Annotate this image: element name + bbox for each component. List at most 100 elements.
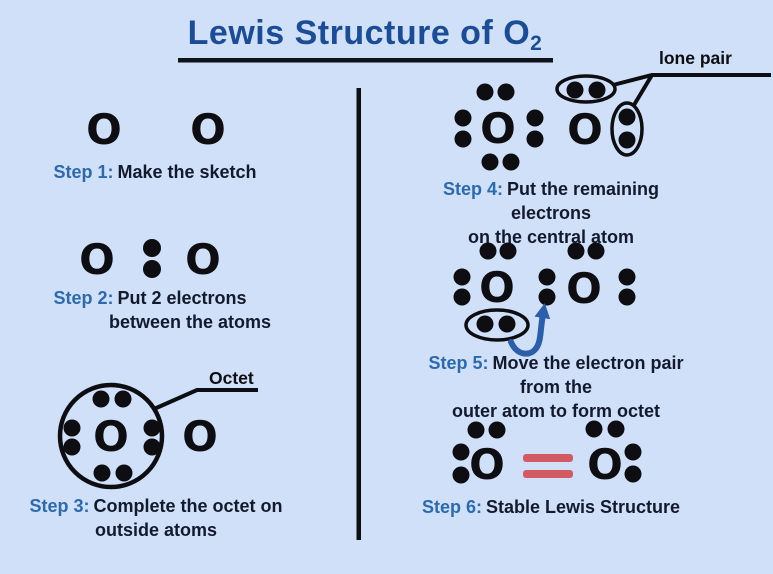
- electron-dot: [143, 419, 161, 437]
- electron-dot: [497, 83, 515, 101]
- lone-pair-pointer-line: [612, 73, 771, 107]
- oxygen-atom: O: [182, 412, 218, 461]
- moving-pair-ellipse: [464, 308, 530, 342]
- oxygen-atom: O: [587, 440, 623, 489]
- electron-dot: [479, 242, 497, 260]
- step6-label: Step 6:: [421, 497, 482, 517]
- electron-dot: [488, 421, 506, 439]
- electron-dot: [498, 315, 516, 333]
- step2-text-line1: Put 2 electrons: [117, 288, 247, 308]
- oxygen-atom: O: [86, 105, 122, 154]
- electron-dot: [454, 109, 472, 127]
- lone-pair-label: lone pair: [659, 48, 732, 68]
- electron-dot: [452, 466, 470, 484]
- electron-dot: [143, 438, 161, 456]
- caption-line: Step 6:Stable Lewis Structure: [401, 495, 701, 519]
- step5-label: Step 5:: [428, 353, 489, 373]
- step3-figure: [57, 382, 258, 490]
- column-divider: [356, 88, 361, 540]
- electron-dot: [624, 465, 642, 483]
- electron-dot: [476, 83, 494, 101]
- electron-dot: [567, 242, 585, 260]
- step5-caption: Step 5:Move the electron pair from the o…: [406, 351, 706, 423]
- oxygen-atom: O: [566, 264, 602, 313]
- page-title-text: Lewis Structure of O: [187, 14, 531, 52]
- electron-dot: [481, 153, 499, 171]
- electron-dot: [92, 390, 110, 408]
- octet-pointer-line: [153, 388, 258, 411]
- electron-dot: [526, 130, 544, 148]
- electron-dot: [114, 390, 132, 408]
- caption-line: Step 4:Put the remaining electrons: [401, 177, 701, 225]
- step2-label: Step 2:: [53, 288, 114, 308]
- electron-dot: [538, 268, 556, 286]
- electron-dot: [454, 130, 472, 148]
- electron-dot: [63, 419, 81, 437]
- step4-text-line2: on the central atom: [467, 227, 635, 247]
- step4-text-line1: Put the remaining electrons: [507, 179, 660, 223]
- move-arrow: [508, 303, 551, 357]
- step3-label: Step 3:: [29, 496, 90, 516]
- electron-dot: [538, 288, 556, 306]
- lone-pair-ellipse-right: [610, 101, 644, 157]
- electron-dot: [143, 260, 161, 278]
- step6-caption: Step 6:Stable Lewis Structure: [401, 495, 701, 519]
- oxygen-atom: O: [79, 235, 115, 284]
- electron-dot: [453, 288, 471, 306]
- step4-caption: Step 4:Put the remaining electrons on th…: [401, 177, 701, 249]
- electron-dot: [502, 153, 520, 171]
- electron-dot: [587, 242, 605, 260]
- electron-dot: [618, 288, 636, 306]
- page-title: Lewis Structure of O2: [115, 14, 615, 56]
- electron-dot: [115, 464, 133, 482]
- lone-pair-ellipse-top: [555, 74, 617, 104]
- step1-label: Step 1:: [53, 162, 114, 182]
- electron-dot: [452, 443, 470, 461]
- step3-caption: Step 3:Complete the octet on outside ato…: [6, 494, 306, 542]
- step2-caption: Step 2:Put 2 electrons between the atoms: [0, 286, 300, 334]
- electron-dot: [499, 242, 517, 260]
- electron-dot: [143, 239, 161, 257]
- oxygen-atom: O: [93, 412, 129, 461]
- step6-text: Stable Lewis Structure: [485, 497, 681, 517]
- electron-dot: [526, 109, 544, 127]
- octet-circle: [57, 382, 165, 490]
- step4-label: Step 4:: [442, 179, 503, 199]
- electron-dot: [588, 81, 606, 99]
- oxygen-atom: O: [567, 105, 603, 154]
- double-bond-bar: [523, 470, 573, 478]
- electron-dot: [476, 315, 494, 333]
- oxygen-atom: O: [479, 263, 515, 312]
- step3-text-line2: outside atoms: [94, 520, 218, 540]
- oxygen-atom: O: [469, 440, 505, 489]
- electron-dot: [624, 443, 642, 461]
- step5-figure: [453, 242, 636, 357]
- oxygen-atom: O: [190, 105, 226, 154]
- step3-text-line1: Complete the octet on: [93, 496, 283, 516]
- electron-dot: [467, 421, 485, 439]
- electron-dot: [63, 438, 81, 456]
- oxygen-atom: O: [185, 235, 221, 284]
- step2-figure: [143, 239, 161, 278]
- oxygen-atom: O: [480, 104, 516, 153]
- step6-figure: [452, 420, 642, 484]
- page-title-subscript: 2: [530, 32, 543, 55]
- step5-text-line1: Move the electron pair from the: [492, 353, 684, 397]
- step2-text-line2: between the atoms: [108, 312, 272, 332]
- step4-figure: [454, 73, 771, 171]
- step5-text-line2: outer atom to form octet: [451, 401, 660, 421]
- caption-line: Step 3:Complete the octet on: [6, 494, 306, 518]
- electron-dot: [93, 464, 111, 482]
- caption-line: Step 2:Put 2 electrons: [0, 286, 300, 310]
- electron-dot: [453, 268, 471, 286]
- electron-dot: [618, 268, 636, 286]
- step1-text: Make the sketch: [117, 162, 257, 182]
- electron-dot: [585, 420, 603, 438]
- electron-dot: [566, 81, 584, 99]
- electron-dot: [618, 131, 636, 149]
- electron-dot: [607, 420, 625, 438]
- step1-caption: Step 1:Make the sketch: [5, 160, 305, 184]
